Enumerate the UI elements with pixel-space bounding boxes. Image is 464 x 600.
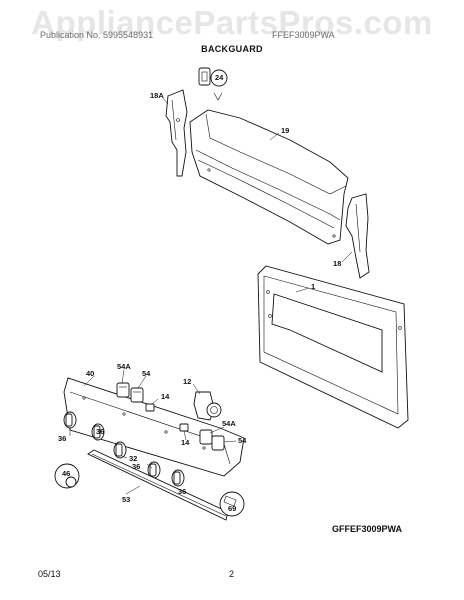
lamp-socket-14-top bbox=[145, 403, 155, 412]
switch-54a-right bbox=[199, 429, 213, 445]
callout-18a: 18A bbox=[150, 91, 164, 100]
callout-14-b: 14 bbox=[181, 438, 190, 447]
part-18-right-end-cap bbox=[345, 193, 370, 279]
page-title: BACKGUARD bbox=[201, 44, 263, 54]
callout-36-c: 36 bbox=[132, 462, 140, 471]
callout-54-right: 54 bbox=[238, 436, 247, 445]
knob-36-a bbox=[63, 411, 77, 429]
part-19-backguard-panel bbox=[189, 109, 349, 245]
part-18a-left-end-cap bbox=[165, 89, 188, 177]
callout-1: 1 bbox=[311, 282, 315, 291]
knob-32 bbox=[113, 441, 127, 459]
part-24-clip bbox=[198, 67, 228, 101]
part-12-timer bbox=[193, 391, 222, 421]
callout-40: 40 bbox=[86, 369, 94, 378]
footer-page-number: 2 bbox=[229, 569, 235, 579]
diagram-model-code: GFFEF3009PWA bbox=[332, 524, 403, 534]
callout-12: 12 bbox=[183, 377, 191, 386]
callout-36-a: 36 bbox=[58, 434, 66, 443]
callout-46: 46 bbox=[62, 469, 70, 478]
callout-36-d: 36 bbox=[178, 487, 186, 496]
lamp-socket-14-lower bbox=[179, 423, 189, 432]
part-69-screw bbox=[219, 491, 245, 517]
callout-53: 53 bbox=[122, 495, 130, 504]
knob-36-b bbox=[91, 423, 105, 441]
leader-lines bbox=[69, 97, 353, 495]
knob-36-d bbox=[171, 469, 185, 487]
model-number: FFEF3009PWA bbox=[272, 30, 335, 40]
callout-18: 18 bbox=[333, 259, 341, 268]
callout-54a-right: 54A bbox=[222, 419, 236, 428]
callout-24: 24 bbox=[215, 73, 224, 82]
switch-54-top bbox=[130, 387, 144, 403]
switch-54-right bbox=[211, 435, 225, 451]
callout-54-top: 54 bbox=[142, 369, 151, 378]
callout-32: 32 bbox=[129, 454, 137, 463]
callout-36-b: 36 bbox=[96, 427, 104, 436]
callout-69: 69 bbox=[228, 504, 236, 513]
part-1-rear-panel bbox=[257, 265, 409, 429]
footer-date: 05/13 bbox=[38, 569, 61, 579]
watermark: AppliancePartsPros.com bbox=[31, 4, 433, 41]
callout-54a-top: 54A bbox=[117, 362, 131, 371]
part-40-control-panel bbox=[63, 377, 245, 477]
part-46-knob-insert bbox=[54, 463, 80, 489]
callout-14-a: 14 bbox=[161, 392, 170, 401]
publication-number: Publication No. 5995548931 bbox=[40, 30, 154, 40]
switch-54a-top bbox=[116, 382, 130, 398]
callout-19: 19 bbox=[281, 126, 289, 135]
